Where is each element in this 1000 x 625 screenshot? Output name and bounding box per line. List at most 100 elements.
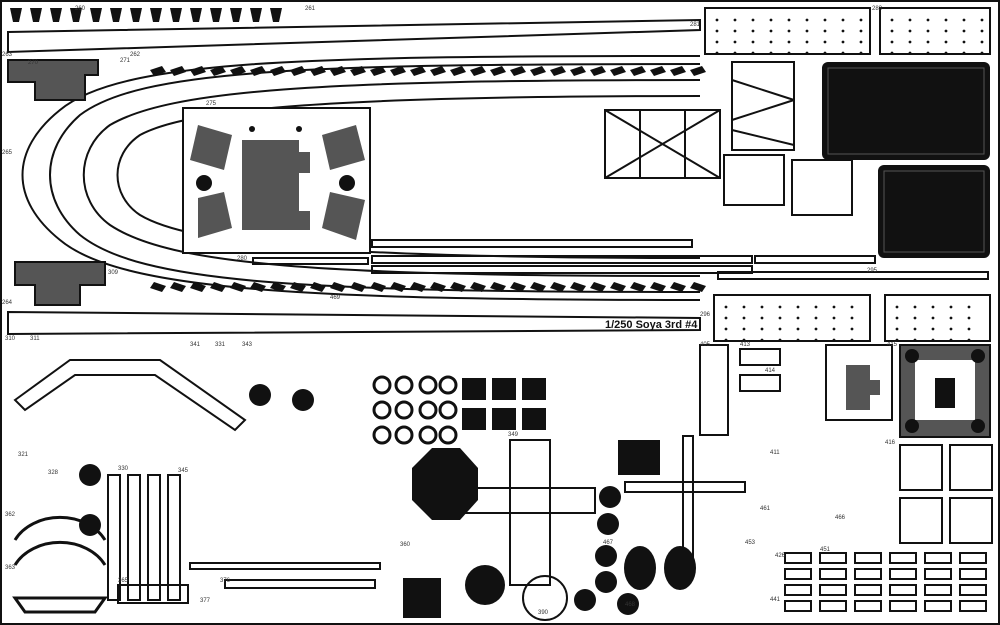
panel-hole [949, 338, 953, 342]
bulwark-part [190, 66, 206, 76]
panel-hole [751, 51, 755, 55]
panel-hole [980, 40, 984, 44]
panel-hole [742, 305, 746, 309]
panel-hole [967, 338, 971, 342]
bulwark-part [130, 8, 142, 22]
bulwark-part [530, 66, 546, 76]
bulwark-part [410, 66, 426, 76]
panel-holes [715, 18, 984, 342]
hull-strip-top [7, 18, 701, 54]
panel-hole [859, 29, 863, 33]
crane-arm-left [13, 359, 247, 432]
bulwark-part [590, 282, 606, 292]
bulwark-part [230, 8, 242, 22]
panel-hole [908, 40, 912, 44]
hull-strip-bottom [7, 310, 701, 336]
bulwark-part [430, 282, 446, 292]
panel-hole [967, 305, 971, 309]
panel-hole [913, 327, 917, 331]
small-part [854, 568, 882, 580]
part-number-label: 453 [745, 540, 756, 546]
cross-deck-390 [464, 439, 596, 586]
part-number-label: 283 [872, 6, 883, 12]
panel-hole [841, 18, 845, 22]
bulwark-part [670, 66, 686, 76]
panel-hole [805, 29, 809, 33]
bulwark-part [570, 282, 586, 292]
panel-hole [944, 51, 948, 55]
round-part [418, 400, 438, 420]
part-number-label: 467 [603, 540, 614, 546]
panel-hole [908, 18, 912, 22]
panel-hole [778, 316, 782, 320]
part-number-label: 271 [120, 58, 131, 64]
screen-panel-1 [822, 62, 990, 160]
round-part [418, 425, 438, 445]
round-part [372, 375, 392, 395]
panel-hole [805, 18, 809, 22]
panel-hole [967, 316, 971, 320]
panel-hole [778, 327, 782, 331]
bulwark-part [610, 282, 626, 292]
panel-hole [859, 40, 863, 44]
boxes-466 [739, 348, 993, 544]
part-number-label: 310 [5, 336, 16, 342]
panel-hole [944, 40, 948, 44]
bulwark-part [430, 66, 446, 76]
part-number-label: 261 [305, 6, 316, 12]
panel-hole [980, 29, 984, 33]
part-number-label: 270 [28, 60, 39, 66]
panel-hole [787, 51, 791, 55]
bulwark-part [230, 282, 246, 292]
screen-panel-2 [878, 165, 990, 258]
small-part [924, 552, 952, 564]
bulwark-part [450, 282, 466, 292]
part-number-label: 415 [887, 342, 898, 348]
panel-hole [796, 305, 800, 309]
panel-hole [715, 40, 719, 44]
part-number-label: 321 [18, 452, 29, 458]
panel-hole [787, 29, 791, 33]
panel-hole [913, 316, 917, 320]
bulwark-part [210, 282, 226, 292]
ladders-376 [107, 474, 181, 601]
small-part [819, 552, 847, 564]
bulwark-part [10, 8, 22, 22]
panel-hole [931, 327, 935, 331]
panel-hole [980, 51, 984, 55]
part-number-label: 411 [770, 450, 780, 456]
bulwark-part [270, 282, 286, 292]
part-number-label: 413 [740, 342, 751, 348]
small-part [819, 600, 847, 612]
panel-hole [841, 40, 845, 44]
panel-hole [980, 18, 984, 22]
bulwark-part [290, 282, 306, 292]
bulwark-part [330, 66, 346, 76]
round-part [438, 375, 458, 395]
bulwark-part [170, 282, 186, 292]
panel-hole [742, 316, 746, 320]
panel-hole [908, 29, 912, 33]
rail-415 [189, 562, 381, 570]
bulwark-part [410, 282, 426, 292]
panel-hole [814, 338, 818, 342]
bulwark-part [630, 282, 646, 292]
panel-hole [769, 18, 773, 22]
panel-hole [859, 51, 863, 55]
wheel-419 [465, 565, 505, 605]
hatch-octagon [412, 448, 478, 520]
panel-hole [796, 338, 800, 342]
panel-hole [733, 29, 737, 33]
bulwark-part [150, 66, 166, 76]
bulwark-part [250, 66, 266, 76]
part-number-label: 263 [2, 52, 13, 58]
part-number-label: 441 [770, 597, 781, 603]
bulwark-part [350, 66, 366, 76]
small-part [784, 552, 812, 564]
bulwark-part [690, 66, 706, 76]
part-number-label: 341 [190, 342, 201, 348]
bulwark-part [50, 8, 62, 22]
bulwark-part [650, 282, 666, 292]
panel-hole [850, 316, 854, 320]
